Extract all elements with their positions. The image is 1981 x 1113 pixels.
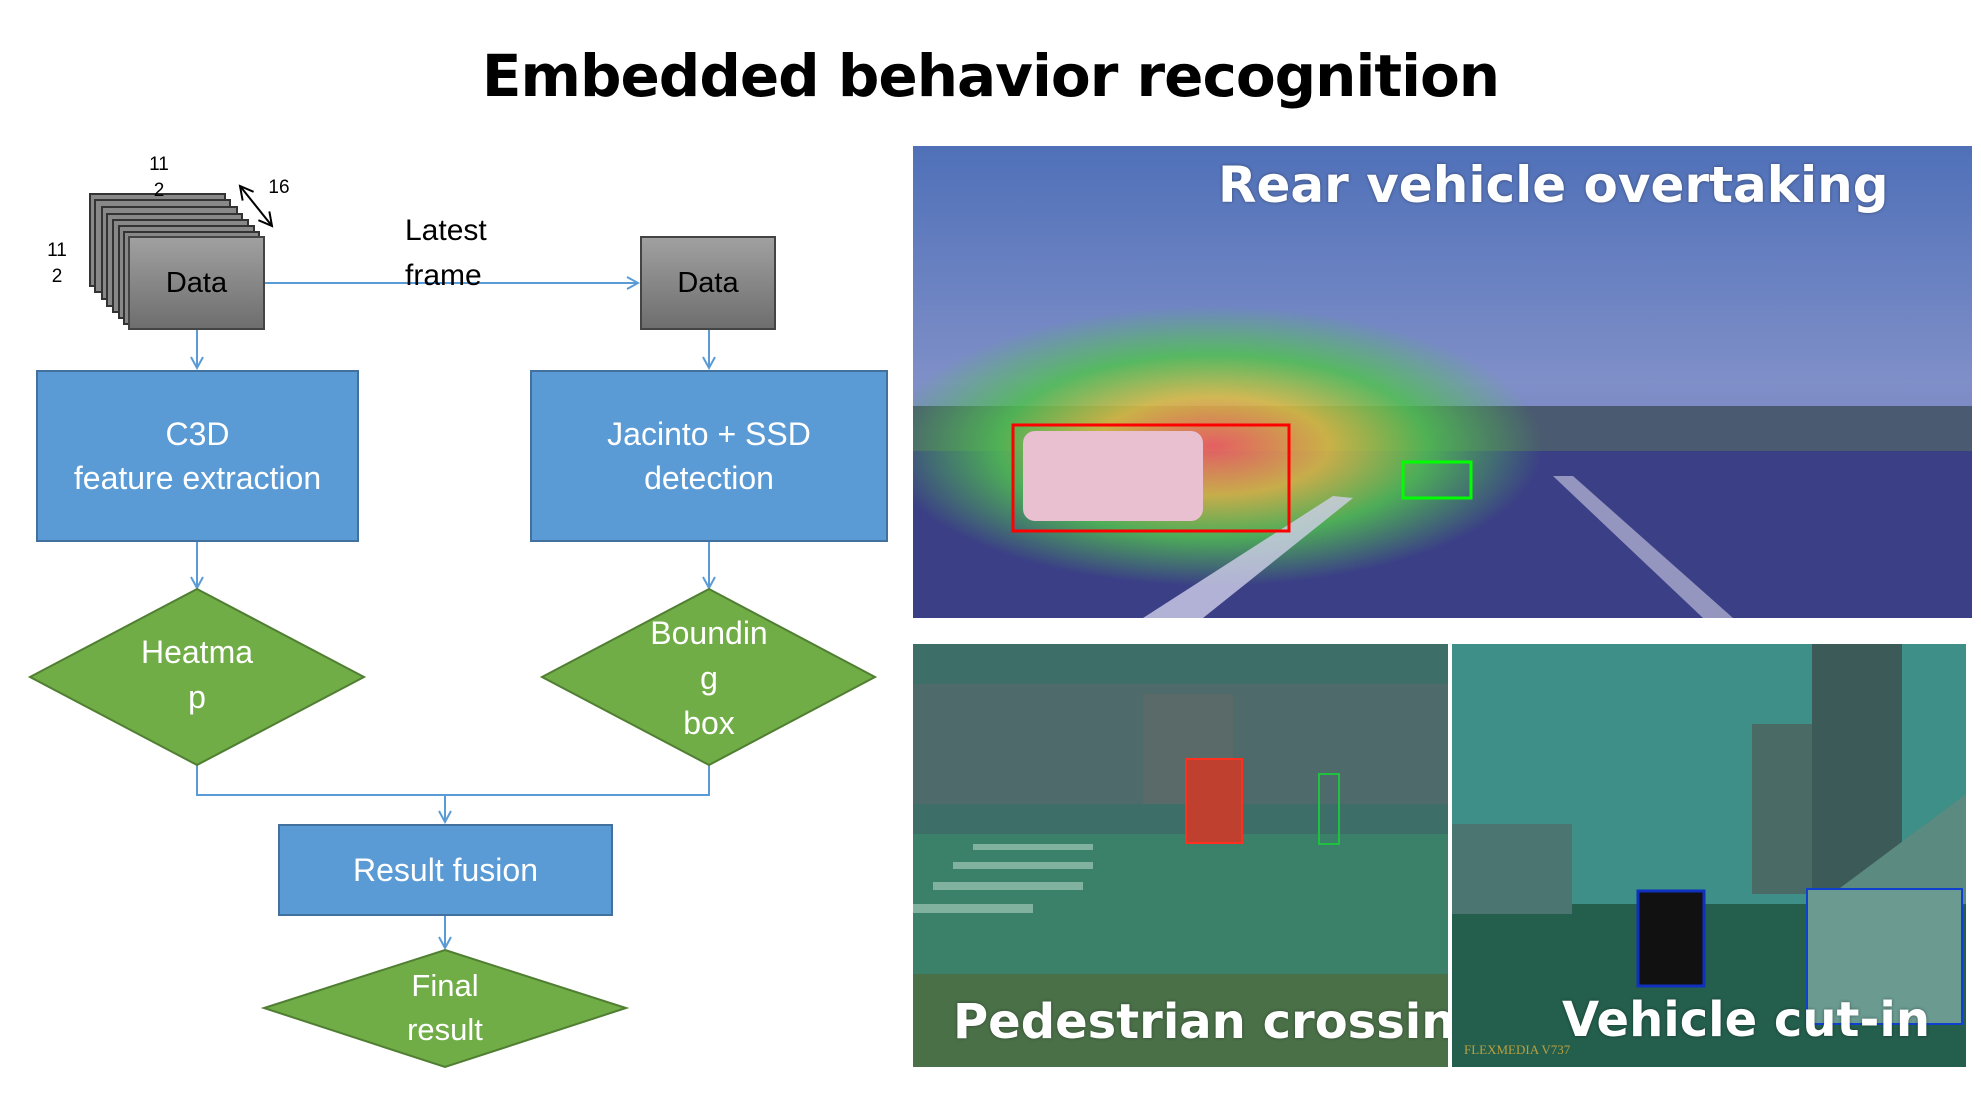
highway-scene [1452,644,1966,1067]
latest-frame-label: Latest frame [405,214,487,292]
heatmap-line-2: p [188,679,206,715]
final-line-1: Final [411,968,479,1003]
road-scene-heatmap [913,146,1972,618]
final-diamond [260,948,630,1069]
bbox-line-2: g [700,659,718,696]
cut-in-vehicle-box [1636,889,1706,988]
bbox-line-3: box [683,704,735,741]
heatmap-diamond [27,587,367,767]
bbox-diamond [539,587,878,767]
detection-box: Jacinto + SSD detection [530,370,888,542]
final-line-2: result [407,1012,483,1047]
stack-height-label: 112 [40,238,74,290]
rear-vehicle-overtaking-image: Rear vehicle overtaking [913,146,1972,618]
red-detection-box [1011,423,1291,533]
camera-watermark: FLEXMEDIA V737 [1464,1042,1571,1057]
top-caption: Rear vehicle overtaking [1218,156,1889,214]
street-scene [913,644,1448,1067]
depth-arrow [240,186,272,226]
stack-width-label: 112 [142,152,176,204]
heatmap-line-1: Heatma [140,634,254,670]
page-title: Embedded behavior recognition [481,42,1500,110]
c3d-line-2: feature extraction [73,460,322,496]
heatmap-label: Heatma p [130,620,264,730]
pedestrian-box [1185,758,1243,844]
stack-depth-label: 16 [268,177,290,198]
bottom-right-caption: Vehicle cut-in [1562,992,1930,1048]
bbox-label: Boundin g box [640,608,778,748]
final-result-label: Final result [380,963,510,1053]
bottom-left-caption: Pedestrian crossing [953,994,1448,1050]
stack-width-value: 112 [149,154,169,201]
pedestrian-crossing-image: Pedestrian crossing [913,644,1448,1067]
vehicle-cut-in-image: FLEXMEDIA V737 Vehicle cut-in [1452,644,1966,1067]
c3d-line-1: C3D [165,416,230,452]
bbox-line-1: Boundin [650,614,768,651]
result-fusion-box: Result fusion [278,824,613,916]
data-single-box: Data [640,236,776,330]
detection-line-1: Jacinto + SSD [607,416,811,452]
merge-line [196,765,710,796]
data-stack-box: Data [128,236,265,330]
c3d-box: C3D feature extraction [36,370,359,542]
detection-line-2: detection [644,460,774,496]
stack-height-value: 112 [47,240,67,287]
green-detection-box [1401,460,1473,500]
